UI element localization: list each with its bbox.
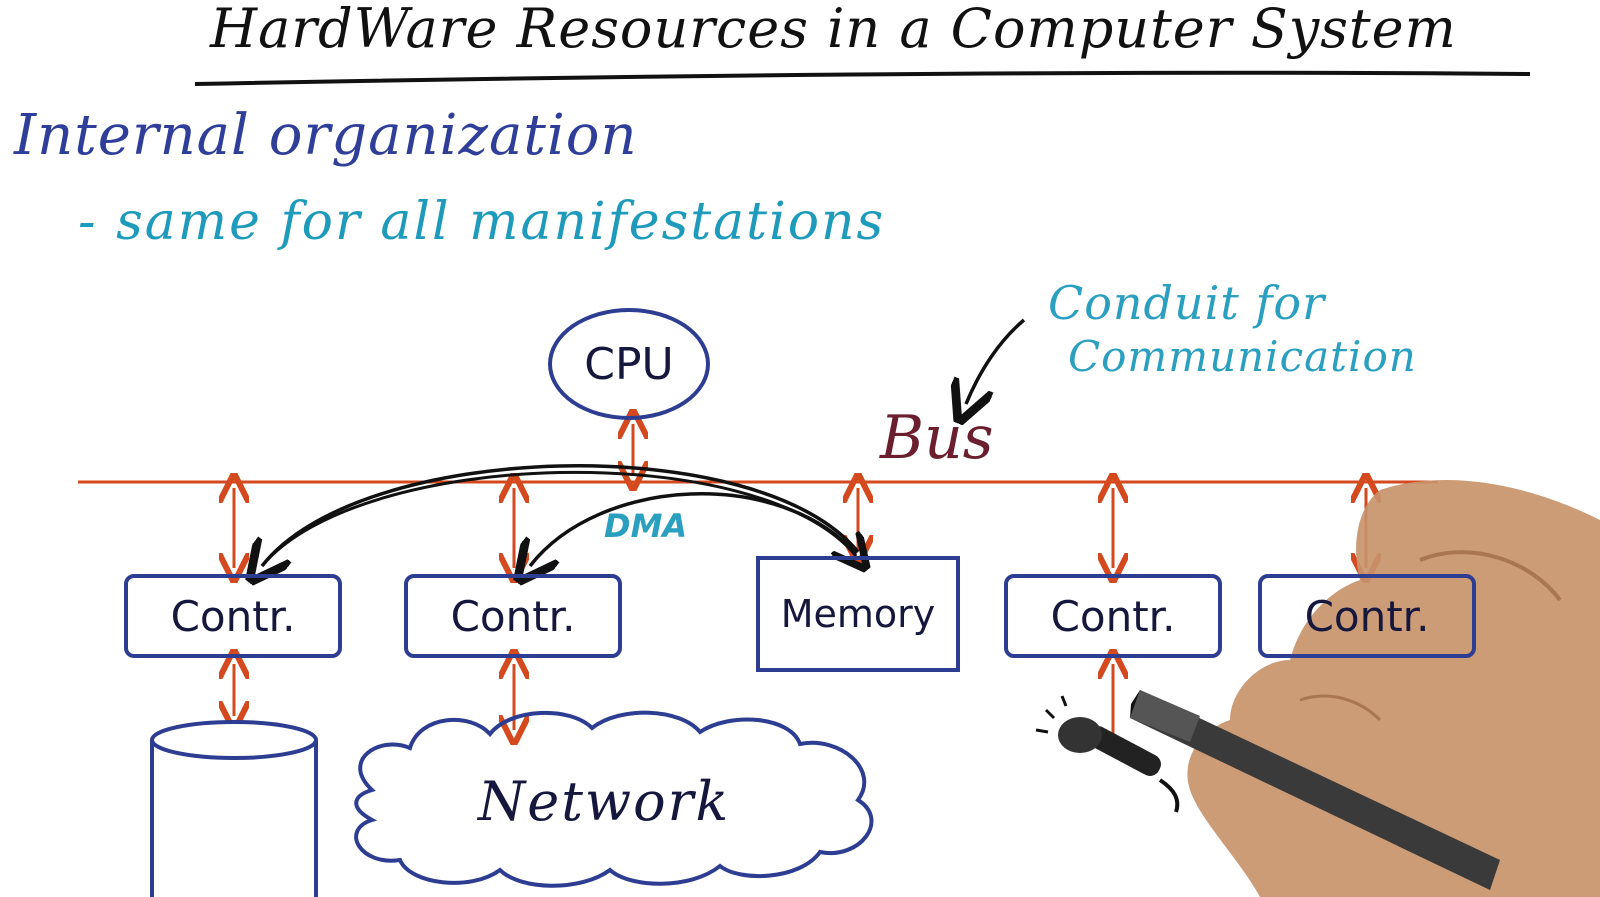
controller-node-1: Contr. bbox=[124, 574, 342, 658]
controller-label: Contr. bbox=[450, 591, 576, 641]
cpu-node: CPU bbox=[548, 308, 710, 420]
dma-curve-small bbox=[530, 492, 858, 566]
memory-label: Memory bbox=[780, 592, 936, 636]
title-underline bbox=[194, 70, 1531, 86]
dma-curve-large bbox=[262, 464, 860, 566]
annotation-arrow bbox=[966, 318, 1026, 404]
disk-cylinder-icon bbox=[150, 720, 318, 897]
controller-label: Contr. bbox=[1304, 591, 1430, 641]
page-title: HardWare Resources in a Computer System bbox=[210, 0, 1457, 60]
annotation-line1: Conduit for bbox=[1048, 276, 1326, 330]
dma-curve-large-2 bbox=[260, 470, 856, 566]
network-cloud-icon bbox=[354, 710, 874, 888]
bus-label: Bus bbox=[880, 403, 994, 473]
section-subheading: - same for all manifestations bbox=[78, 192, 886, 252]
annotation-line2: Communication bbox=[1068, 332, 1417, 381]
memory-node: Memory bbox=[756, 556, 960, 672]
controller-node-4: Contr. bbox=[1258, 574, 1476, 658]
section-heading: Internal organization bbox=[14, 103, 638, 168]
hand-with-marker-icon bbox=[1130, 480, 1600, 897]
controller-label: Contr. bbox=[170, 591, 296, 641]
controller-node-3: Contr. bbox=[1004, 574, 1222, 658]
cpu-label: CPU bbox=[584, 338, 674, 390]
network-label: Network bbox=[478, 770, 731, 833]
dma-label: DMA bbox=[604, 507, 688, 545]
controller-label: Contr. bbox=[1050, 591, 1176, 641]
microphone-icon bbox=[1035, 695, 1180, 813]
controller-node-2: Contr. bbox=[404, 574, 622, 658]
